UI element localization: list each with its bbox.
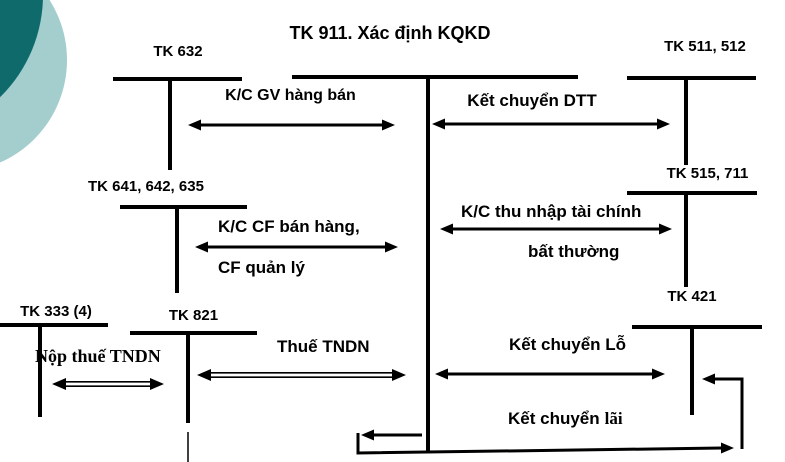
arrow-lai-riser-into-tk421 [702,373,744,449]
page-title: TK 911. Xác định KQKD [289,23,491,43]
t-account-tk511-512 [627,76,756,165]
t-account-tk421 [632,325,762,415]
arrow-nop-thue-tndn [52,378,164,390]
flow-label-ket-chuyen-lai-part1: Kết chuyển [508,409,600,428]
flow-label-kc-thu-nhap-line1: K/C thu nhập tài chính [461,202,642,221]
arrow-lai-bottom-segment [356,433,734,455]
flow-label-kc-cf-line1: K/C CF bán hàng, [218,217,360,236]
arrow-lai-left-segment [361,429,422,441]
arrow-thue-tndn [197,369,406,381]
account-label-tk333: TK 333 (4) [20,303,92,320]
account-label-tk515-711: TK 515, 711 [666,165,749,182]
account-label-tk632: TK 632 [153,43,203,60]
t-account-tk515-711 [627,191,757,287]
flow-label-kc-thu-nhap-line2: bất thường [528,242,620,261]
t-account-tk641-642-635 [120,205,247,293]
flow-label-thue-tndn: Thuế TNDN [277,337,370,356]
arrow-ket-chuyen-dtt [432,118,670,130]
t-account-tk821 [130,331,257,423]
account-label-tk511-512: TK 511, 512 [664,38,746,55]
flow-label-kc-cf-line2: CF quản lý [218,258,305,277]
account-label-tk421: TK 421 [667,288,717,305]
account-label-tk821: TK 821 [168,307,219,324]
arrow-kc-thu-nhap-tai-chinh [440,223,672,235]
flow-label-ket-chuyen-lai-part2: lãi [604,409,623,428]
t-account-tk632 [113,77,242,170]
flow-label-nop-thue-tndn: Nộp thuế TNDN [35,346,161,366]
flow-label-ket-chuyen-lo: Kết chuyển Lỗ [508,335,627,354]
t-account-tk911 [292,75,578,452]
account-label-tk641-642-635: TK 641, 642, 635 [88,178,204,195]
flow-label-ket-chuyen-dtt: Kết chuyển DTT [467,91,597,110]
flow-label-kc-gv-hang-ban: K/C GV hàng bán [225,87,356,104]
arrow-kc-gv-hang-ban [188,119,395,131]
arrow-kc-cf-ban-hang [195,241,398,253]
arrow-ket-chuyen-lo [435,368,665,380]
t-account-tk333 [0,323,108,417]
